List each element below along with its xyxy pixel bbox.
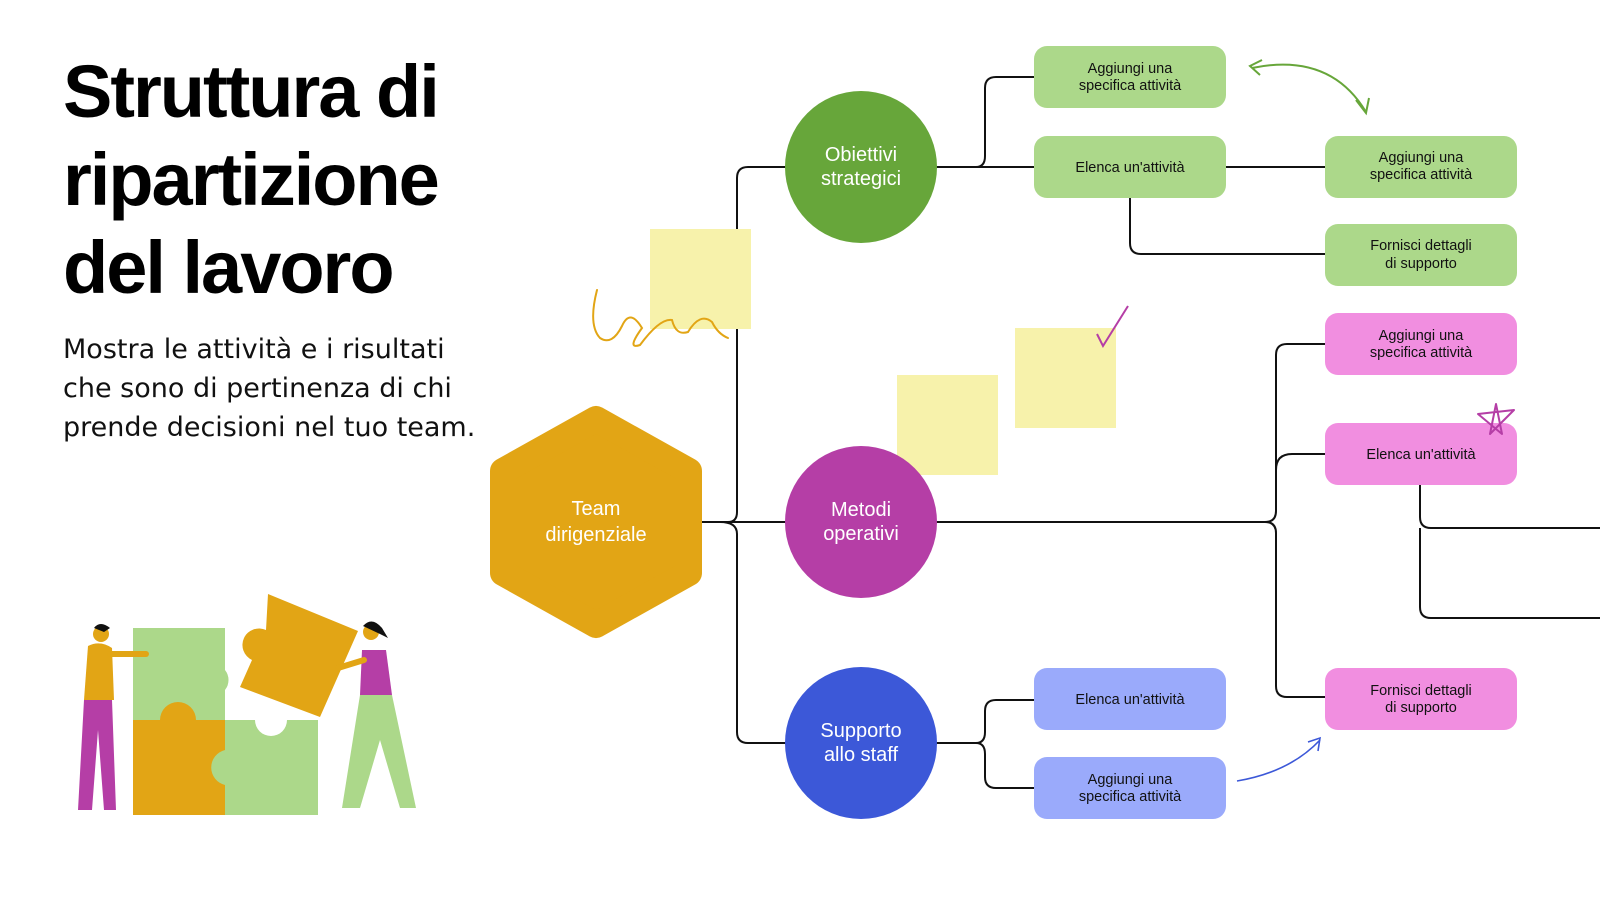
branch-label: operativi [823,523,899,545]
branch-circle [785,91,937,243]
task-label: specifica attività [1370,167,1473,183]
title-line: ripartizione [63,138,440,221]
branch-label: Metodi [831,499,891,521]
connector-p2-out-1 [1419,484,1600,529]
task-label: Aggiungi una [1088,61,1174,77]
curved-arrow-icon [1236,739,1321,782]
task-box-g3: Aggiungi una specifica attività [1325,136,1517,198]
branch-circle [785,667,937,819]
task-box-g1: Aggiungi una specifica attività [1034,46,1226,108]
title-line: Struttura di [63,50,440,133]
puzzle-piece-green [211,720,318,815]
subtitle-line: prende decisioni nel tuo team. [63,412,476,443]
task-box-shape [1034,757,1226,819]
task-box-shape [1325,224,1517,286]
sticky-note [897,375,998,475]
connector-methods-p1 [936,343,1325,523]
person-right [335,621,416,808]
task-box-shape [1034,46,1226,108]
person-hair [363,621,388,638]
person-torso [360,650,392,695]
root-label: dirigenziale [545,524,646,546]
task-box-shape [1325,423,1517,485]
task-box-shape [1325,136,1517,198]
person-left [78,624,149,810]
task-label: Elenca un'attività [1075,160,1185,176]
person-hair [94,624,110,632]
task-box-g4: Fornisci dettagli di supporto [1325,224,1517,286]
task-label: Elenca un'attività [1075,692,1185,708]
task-label: specifica attività [1079,789,1182,805]
checkmark-icon [1096,305,1129,349]
connector-p2-out-2 [1419,528,1600,619]
branch-node-methods: Metodi operativi [785,446,937,598]
root-node: Team dirigenziale [490,406,702,638]
task-box-b2: Aggiungi una specifica attività [1034,757,1226,819]
branch-label: allo staff [824,744,899,766]
puzzle-piece-orange [240,594,358,717]
task-box-p2: Elenca un'attività [1325,423,1517,485]
person-legs [342,695,416,808]
task-label: specifica attività [1079,78,1182,94]
branch-label: Obiettivi [825,144,897,166]
person-arm [335,657,367,671]
branch-circle [785,446,937,598]
branch-node-strategic: Obiettivi strategici [785,91,937,243]
task-label: Aggiungi una [1379,328,1465,344]
task-box-shape [1325,313,1517,375]
task-label: di supporto [1385,256,1457,272]
scribble-icon [592,289,729,347]
page-subtitle: Mostra le attività e i risultati che son… [63,330,503,447]
page-title: Struttura di ripartizione del lavoro [63,48,523,312]
star-icon [1477,403,1515,435]
task-label: specifica attività [1370,345,1473,361]
title-line: del lavoro [63,226,395,309]
task-box-b1: Elenca un'attività [1034,668,1226,730]
task-box-p3: Fornisci dettagli di supporto [1325,668,1517,730]
connector-root-support [719,521,787,744]
person-legs [78,700,116,810]
connector-root-strategic [690,166,787,523]
task-label: di supporto [1385,700,1457,716]
connector-support-b2 [975,742,1034,789]
person-torso [84,643,114,700]
connector-g2-g4 [1129,197,1325,255]
task-label: Fornisci dettagli [1370,238,1472,254]
puzzle-piece-orange [133,702,225,815]
task-box-shape [1325,668,1517,730]
connector-strategic-g1 [936,76,1034,168]
sticky-note [1015,328,1116,428]
arrowhead-icon [1307,736,1321,752]
branch-label: strategici [821,168,901,190]
connector-methods-p3 [1264,521,1325,698]
root-label: Team [572,498,621,520]
task-label: Aggiungi una [1088,772,1174,788]
task-label: Elenca un'attività [1366,447,1476,463]
puzzle-illustration [78,594,416,815]
task-box-shape [1034,136,1226,198]
curved-arrow-icon [1251,63,1367,113]
subtitle-line: che sono di pertinenza di chi [63,373,452,404]
task-label: Fornisci dettagli [1370,683,1472,699]
arrowhead-icon [1248,59,1370,116]
branch-label: Supporto [820,720,901,742]
puzzle-piece-green [133,628,229,720]
sticky-note [650,229,751,329]
subtitle-line: Mostra le attività e i risultati [63,334,445,365]
task-box-p1: Aggiungi una specifica attività [1325,313,1517,375]
connector-methods-p2 [1275,453,1325,471]
hexagon-shape [490,406,702,638]
task-label: Aggiungi una [1379,150,1465,166]
task-box-shape [1034,668,1226,730]
branch-node-support: Supporto allo staff [785,667,937,819]
connector-lines [690,76,1600,789]
task-box-g2: Elenca un'attività [1034,136,1226,198]
connector-support-b1 [936,699,1034,744]
